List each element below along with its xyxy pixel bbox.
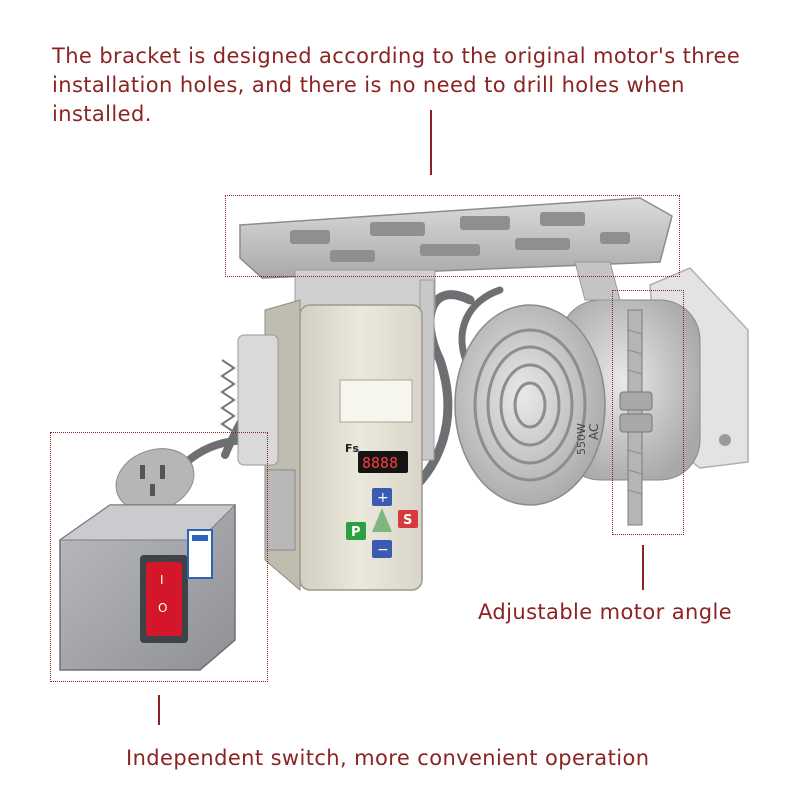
controller-display: 8888	[362, 454, 398, 472]
motor-type-label: AC	[587, 424, 601, 440]
controller-brand-mark: Fs	[345, 442, 360, 455]
controller-unit: Fs 8888 + P S −	[264, 299, 423, 592]
minus-button[interactable]: −	[372, 540, 392, 558]
p-button[interactable]: P	[346, 522, 366, 540]
switch-callout: Independent switch, more convenient oper…	[126, 746, 650, 770]
speed-level-icon	[372, 508, 392, 532]
svg-text:P: P	[351, 525, 361, 540]
switch-leader-line	[158, 695, 160, 725]
angle-adjust-rod	[619, 309, 653, 526]
angle-leader-line	[642, 545, 644, 590]
svg-text:S: S	[403, 513, 412, 528]
bracket-leader-line	[430, 110, 432, 175]
motor-angle-callout: Adjustable motor angle	[478, 600, 733, 624]
rocker-switch[interactable]: I O	[146, 562, 182, 636]
power-plug	[115, 448, 195, 512]
plus-button[interactable]: +	[372, 488, 392, 506]
switch-off-mark: O	[158, 601, 167, 615]
motor-vent-rings	[473, 328, 587, 482]
bracket-callout: The bracket is designed according to the…	[52, 44, 741, 126]
independent-switch-box: I O	[58, 504, 237, 671]
svg-text:−: −	[377, 542, 389, 558]
switch-on-mark: I	[160, 573, 164, 587]
bracket-highlight-box	[225, 195, 680, 277]
svg-text:+: +	[377, 490, 389, 506]
switch-highlight-box	[50, 432, 268, 682]
motor-power-label: 550W	[575, 423, 588, 455]
angle-highlight-box	[612, 290, 684, 535]
s-button[interactable]: S	[398, 510, 418, 528]
